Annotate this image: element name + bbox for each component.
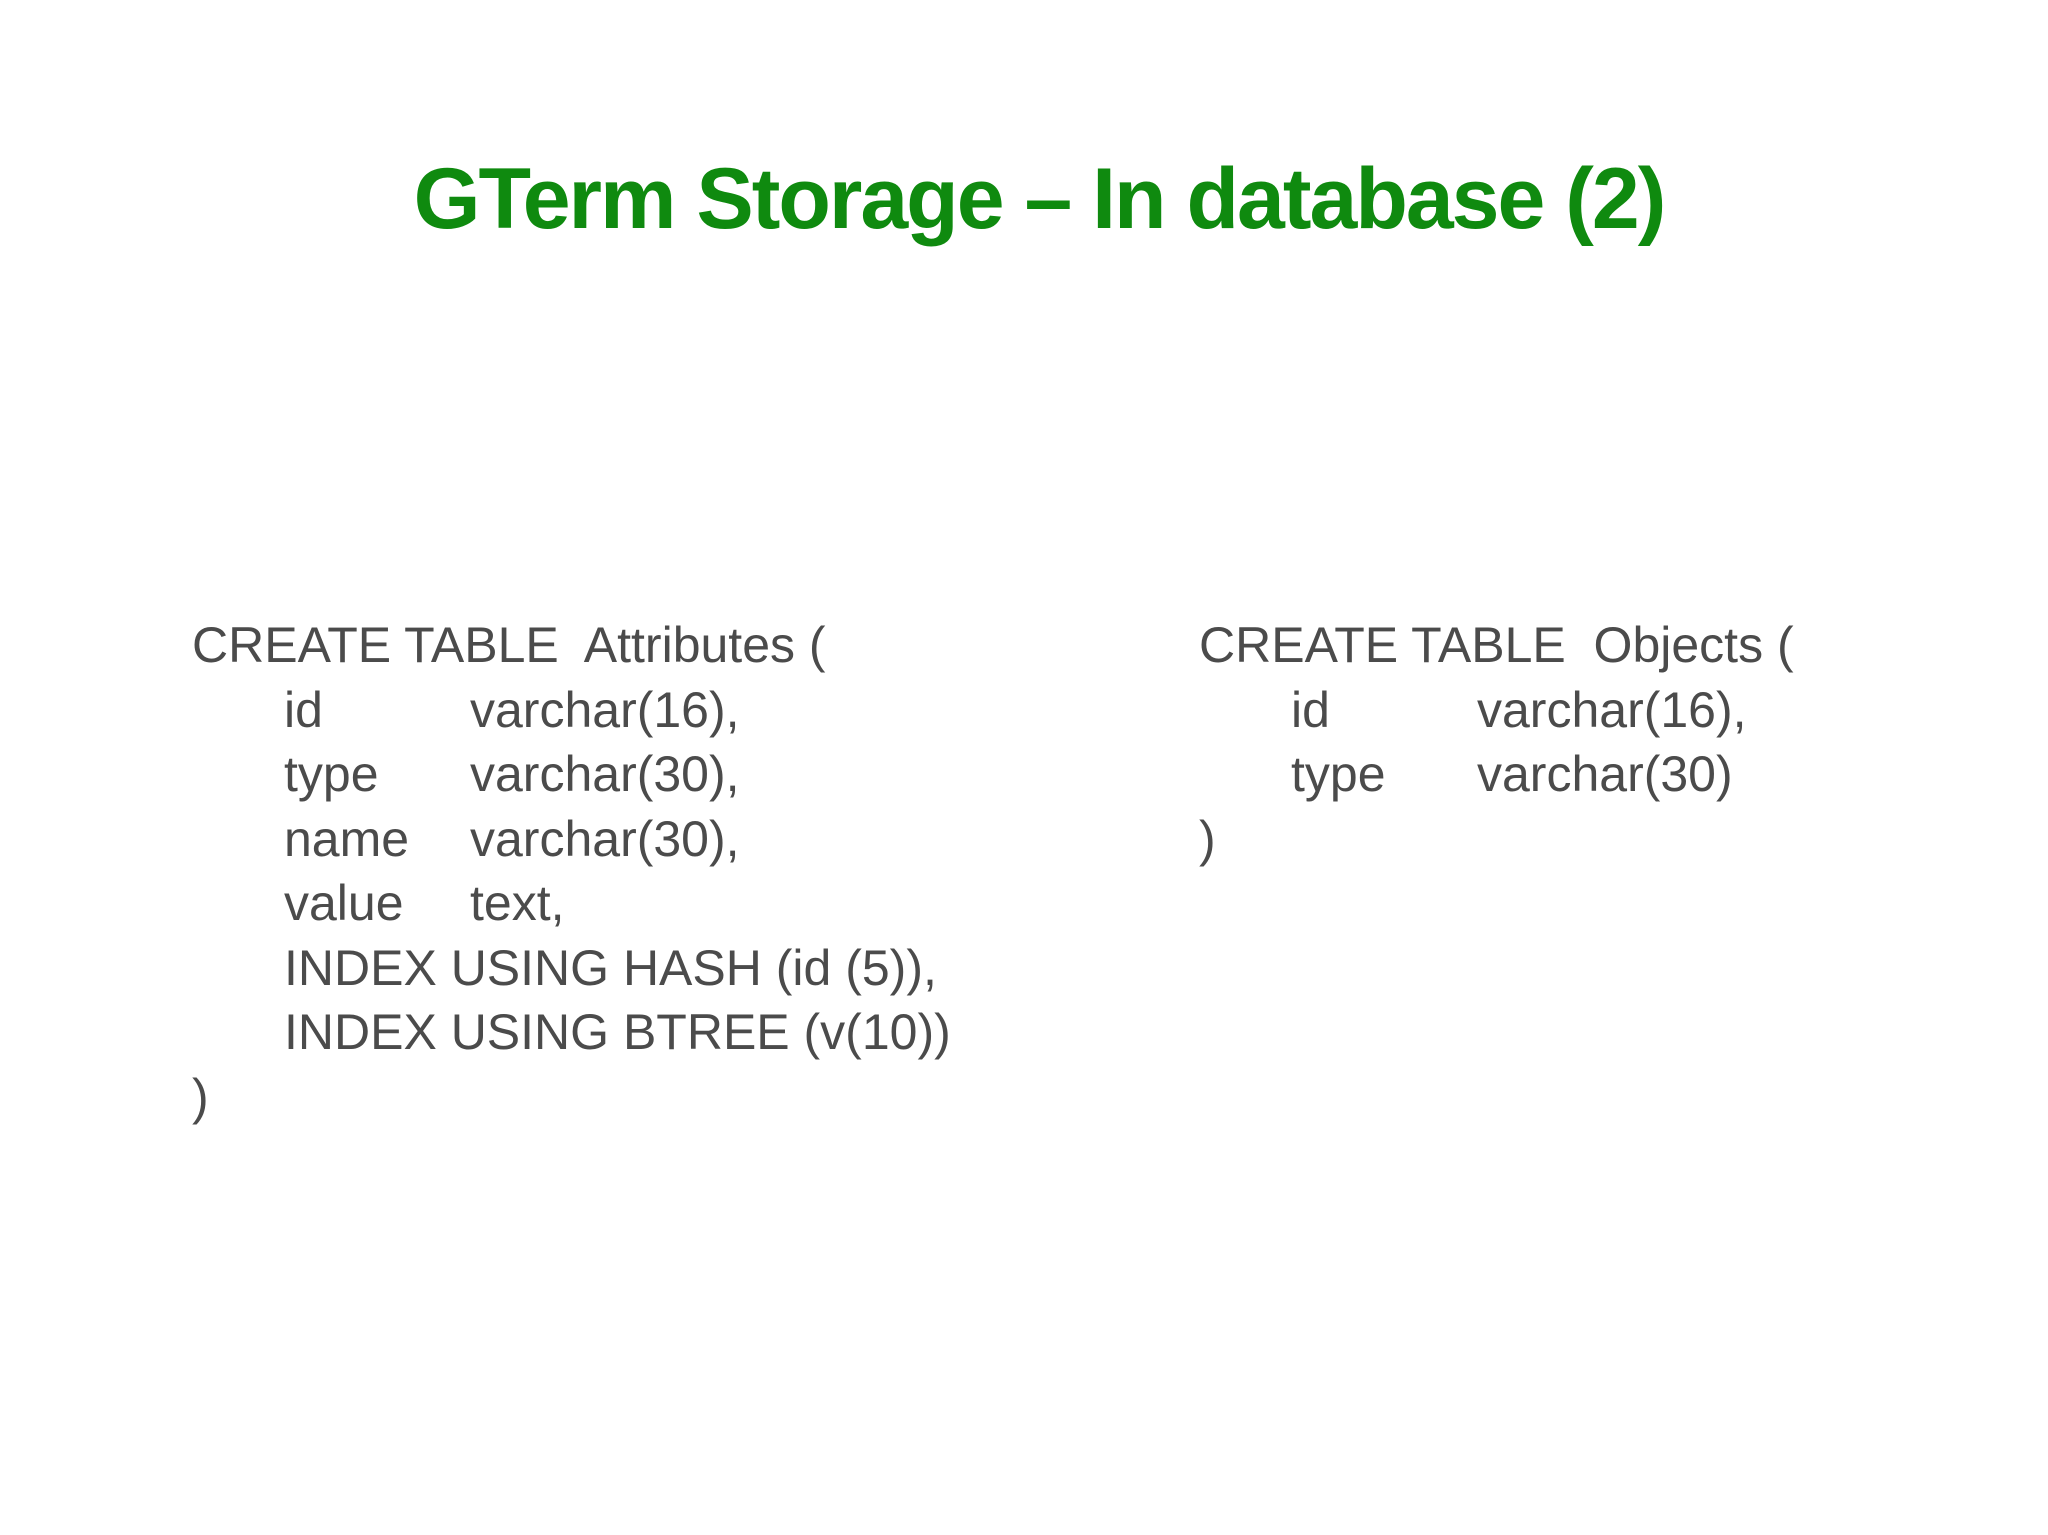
objects-column-type: type varchar(30) [1199, 742, 1794, 807]
slide-title: GTerm Storage – In database (2) [413, 151, 1667, 247]
objects-table-definition: CREATE TABLE Objects ( id varchar(16), t… [1199, 613, 1794, 871]
column-type: varchar(16), [1477, 681, 1747, 738]
attributes-hash-index: INDEX USING HASH (id (5)), [192, 936, 937, 1001]
column-type: varchar(30) [1477, 746, 1733, 802]
column-type: varchar(30), [470, 746, 740, 802]
objects-create-statement: CREATE TABLE Objects ( [1199, 617, 1794, 673]
attributes-column-value: value text, [192, 871, 826, 936]
attributes-column-name: name varchar(30), [192, 807, 826, 872]
attributes-create-statement: CREATE TABLE Attributes ( [192, 617, 826, 673]
objects-close-paren: ) [1199, 810, 1216, 867]
column-type: text, [470, 875, 565, 931]
attributes-btree-index: INDEX USING BTREE (v(10)) [192, 1000, 951, 1065]
attributes-column-id: id varchar(16), [192, 678, 826, 743]
column-name: id [284, 681, 323, 738]
column-name: name [284, 810, 410, 867]
index-definition: INDEX USING HASH (id (5)), [284, 939, 937, 996]
column-name: type [284, 746, 379, 802]
attributes-column-type: type varchar(30), [192, 742, 826, 807]
index-definition: INDEX USING BTREE (v(10)) [284, 1004, 951, 1060]
column-type: varchar(30), [470, 810, 740, 867]
attributes-close-paren: ) [192, 1068, 209, 1125]
attributes-table-definition: CREATE TABLE Attributes ( id varchar(16)… [192, 613, 951, 1129]
column-name: value [284, 875, 404, 931]
column-type: varchar(16), [470, 681, 740, 738]
column-name: type [1291, 746, 1386, 802]
column-name: id [1291, 681, 1330, 738]
objects-column-id: id varchar(16), [1199, 678, 1794, 743]
